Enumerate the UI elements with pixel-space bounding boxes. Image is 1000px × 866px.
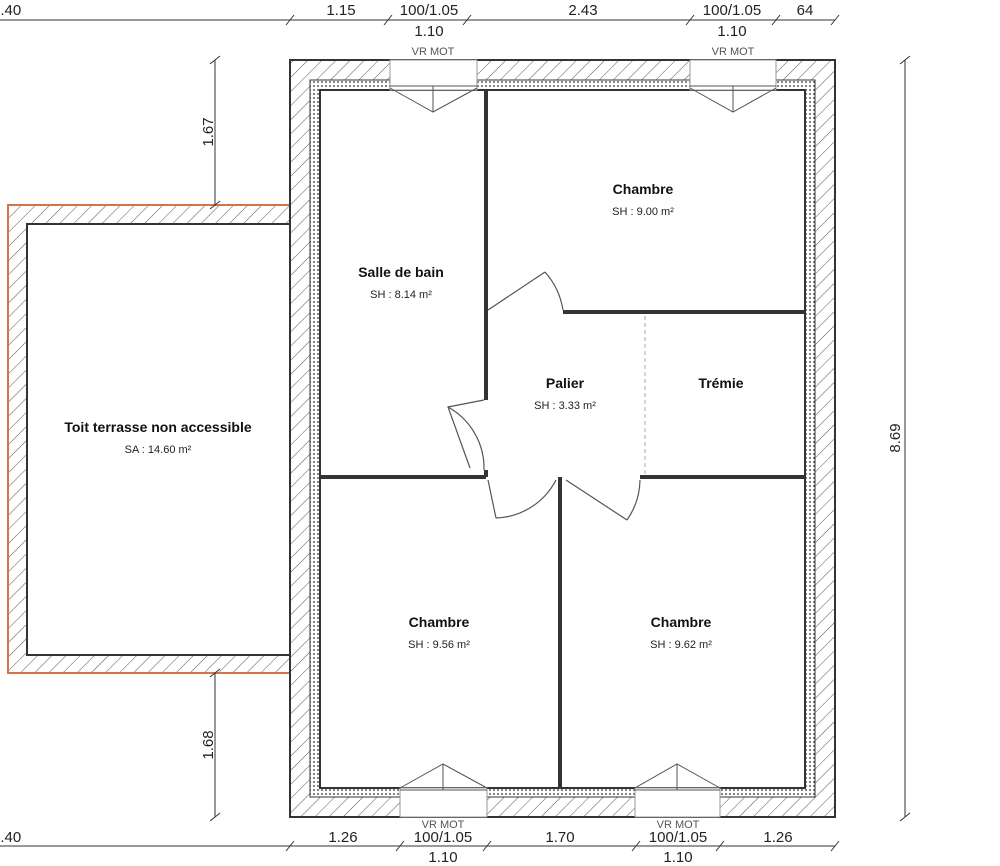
room-name-bedroom-top: Chambre [613,181,674,197]
dim-left-bottom: 1.68 [200,730,217,759]
dim-top-seg1: 1.15 [326,2,355,19]
interior-walls [320,90,805,788]
windows [389,59,777,818]
dim-bottom-win1: 100/1.05 [414,829,472,846]
room-name-bathroom: Salle de bain [358,264,444,280]
dim-top-seg2: 2.43 [568,2,597,19]
dim-bottom-seg1: 1.26 [328,829,357,846]
dim-top-win2-h: 1.10 [717,23,746,40]
dim-bottom-win1-h: 1.10 [428,849,457,866]
room-name-landing: Palier [546,375,585,391]
window-bottom-2 [634,787,721,818]
window-label-top-1: VR MOT [412,46,455,58]
room-area-bedroom-top: SH : 9.00 m² [612,206,674,218]
room-name-bedroom-br: Chambre [651,614,712,630]
dim-bottom-win2: 100/1.05 [649,829,707,846]
room-area-landing: SH : 3.33 m² [534,400,596,412]
dimension-lines [0,14,911,852]
dim-top-win1: 100/1.05 [400,2,458,19]
window-label-bottom-2: VR MOT [657,819,700,831]
dim-top-seg3: 64 [797,2,814,19]
dim-bottom-seg2: 1.70 [545,829,574,846]
dim-bottom-seg3: 1.26 [763,829,792,846]
dim-left-top: 1.67 [200,117,217,146]
window-label-top-2: VR MOT [712,46,755,58]
room-area-terrace: SA : 14.60 m² [125,444,192,456]
terrace-roof [7,204,291,674]
window-bottom-1 [399,787,488,818]
room-area-bedroom-br: SH : 9.62 m² [650,639,712,651]
room-area-bathroom: SH : 8.14 m² [370,289,432,301]
window-label-bottom-1: VR MOT [422,819,465,831]
room-name-bedroom-bl: Chambre [409,614,470,630]
dim-bottom-left: 5.40 [0,829,21,846]
dim-top-left: 5.40 [0,2,21,19]
room-name-stairwell: Trémie [698,375,743,391]
dim-top-win2: 100/1.05 [703,2,761,19]
doors [447,271,641,521]
exterior-wall [289,59,836,818]
dim-top-win1-h: 1.10 [414,23,443,40]
room-area-bedroom-bl: SH : 9.56 m² [408,639,470,651]
room-name-terrace: Toit terrasse non accessible [64,419,251,435]
dim-right: 8.69 [887,423,904,452]
window-top-1 [389,59,478,91]
dim-bottom-win2-h: 1.10 [663,849,692,866]
